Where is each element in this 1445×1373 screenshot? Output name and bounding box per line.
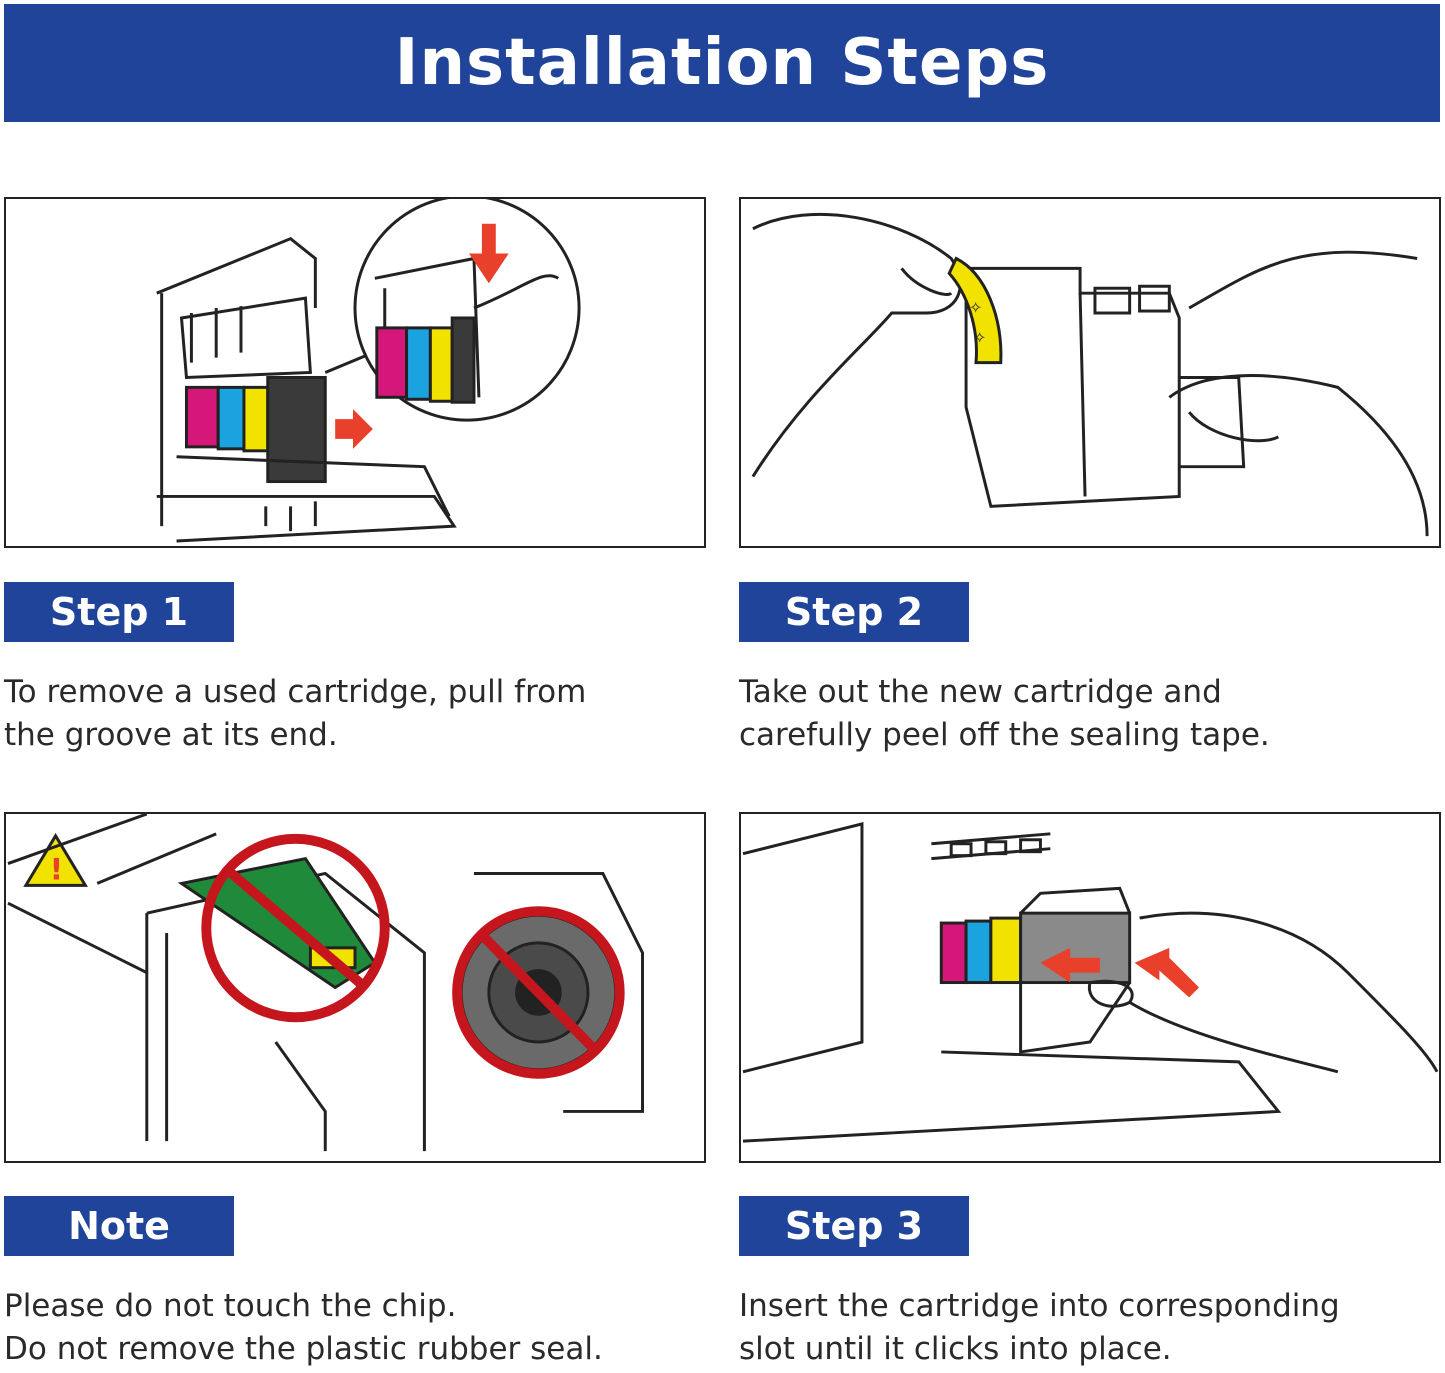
description-line: carefully peel off the sealing tape. bbox=[739, 717, 1270, 753]
insert-cartridge-illustration bbox=[739, 812, 1441, 1163]
title-banner: Installation Steps bbox=[4, 4, 1440, 122]
svg-text:!: ! bbox=[50, 852, 64, 887]
page-title: Installation Steps bbox=[394, 26, 1050, 100]
peel-tape-illustration: ✧ ✧ bbox=[739, 197, 1441, 548]
note-description: Please do not touch the chip. Do not rem… bbox=[4, 1285, 603, 1371]
description-line: Insert the cartridge into corresponding bbox=[739, 1288, 1340, 1324]
description-line: Do not remove the plastic rubber seal. bbox=[4, 1331, 603, 1367]
svg-text:✧: ✧ bbox=[969, 298, 982, 317]
note-label: Note bbox=[4, 1196, 234, 1256]
do-not-touch-illustration: ! bbox=[4, 812, 706, 1163]
description-line: the groove at its end. bbox=[4, 717, 338, 753]
step-1-description: To remove a used cartridge, pull from th… bbox=[4, 671, 586, 757]
description-line: Please do not touch the chip. bbox=[4, 1288, 457, 1324]
step-3-label: Step 3 bbox=[739, 1196, 969, 1256]
description-line: Take out the new cartridge and bbox=[739, 674, 1222, 710]
step-1-label: Step 1 bbox=[4, 582, 234, 642]
svg-text:✧: ✧ bbox=[973, 328, 986, 347]
step-2-label: Step 2 bbox=[739, 582, 969, 642]
step-2-description: Take out the new cartridge and carefully… bbox=[739, 671, 1270, 757]
remove-cartridge-illustration bbox=[4, 197, 706, 548]
description-line: slot until it clicks into place. bbox=[739, 1331, 1172, 1367]
step-3-description: Insert the cartridge into corresponding … bbox=[739, 1285, 1340, 1371]
description-line: To remove a used cartridge, pull from bbox=[4, 674, 587, 710]
